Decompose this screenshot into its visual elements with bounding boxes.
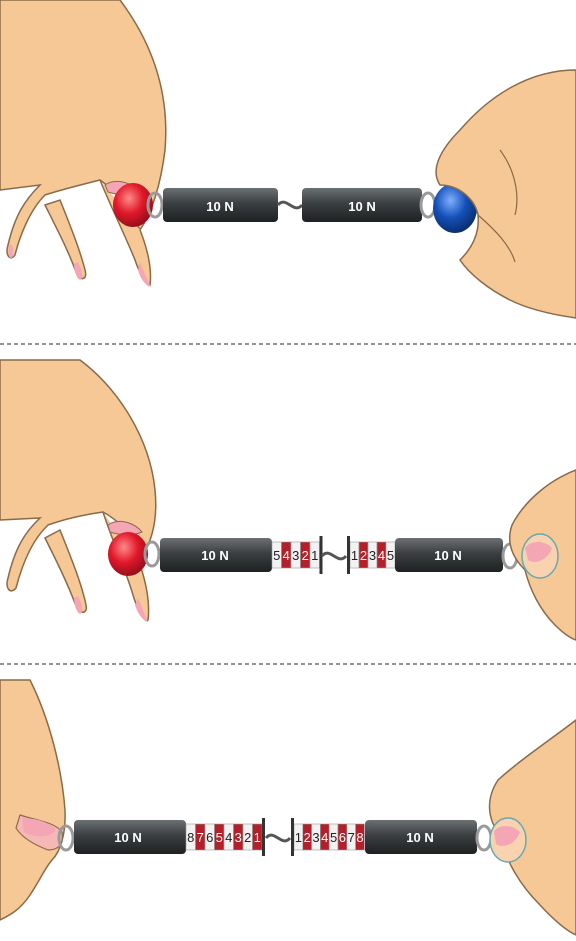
scale-number: 3 bbox=[312, 830, 319, 845]
left-hand bbox=[0, 680, 65, 920]
scale-end-cap bbox=[291, 818, 294, 856]
ring bbox=[477, 826, 491, 850]
scale-number: 5 bbox=[387, 548, 394, 563]
scale-number: 5 bbox=[216, 830, 223, 845]
scale-number: 1 bbox=[254, 830, 261, 845]
scale-number: 4 bbox=[225, 830, 232, 845]
spring-label-left: 10 N bbox=[206, 199, 233, 214]
scale-number: 2 bbox=[302, 548, 309, 563]
scale-number: 5 bbox=[273, 548, 280, 563]
left-finger-2 bbox=[45, 530, 86, 612]
spring-label-right: 10 N bbox=[406, 830, 433, 845]
scale-number: 4 bbox=[283, 548, 290, 563]
scale-number: 1 bbox=[351, 548, 358, 563]
scale-number: 4 bbox=[378, 548, 385, 563]
scale-number: 4 bbox=[321, 830, 328, 845]
panel-1: 10 N 10 N bbox=[0, 0, 576, 318]
scale-number: 6 bbox=[339, 830, 346, 845]
spring-label-left: 10 N bbox=[201, 548, 228, 563]
scale-number: 2 bbox=[244, 830, 251, 845]
hook-connector bbox=[322, 553, 346, 559]
scale-number: 3 bbox=[369, 548, 376, 563]
scale-number: 2 bbox=[360, 548, 367, 563]
hook-connector bbox=[278, 202, 302, 208]
scale-number: 8 bbox=[187, 830, 194, 845]
scale-end-cap bbox=[262, 818, 265, 856]
scale-number: 8 bbox=[356, 830, 363, 845]
scale-number: 1 bbox=[311, 548, 318, 563]
scale-number: 2 bbox=[304, 830, 311, 845]
scale-number: 5 bbox=[330, 830, 337, 845]
scale-number: 3 bbox=[292, 548, 299, 563]
scale-number: 6 bbox=[206, 830, 213, 845]
scale-number: 7 bbox=[197, 830, 204, 845]
scale-end-cap bbox=[347, 536, 350, 574]
spring-label-left: 10 N bbox=[114, 830, 141, 845]
scale-number: 7 bbox=[348, 830, 355, 845]
scale-number: 1 bbox=[295, 830, 302, 845]
ring bbox=[421, 193, 435, 217]
red-cap bbox=[108, 532, 148, 576]
scale-number: 3 bbox=[235, 830, 242, 845]
spring-label-right: 10 N bbox=[434, 548, 461, 563]
hook-connector bbox=[266, 835, 290, 841]
spring-label-right: 10 N bbox=[348, 199, 375, 214]
